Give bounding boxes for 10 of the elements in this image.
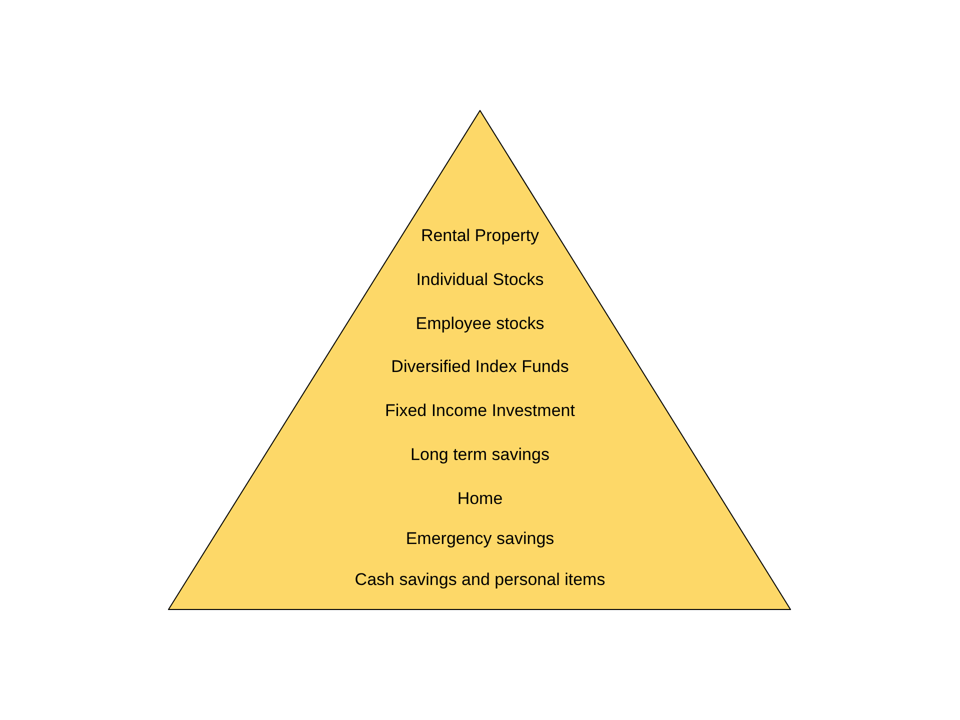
pyramid-triangle [168,110,791,610]
level-label: Individual Stocks [416,270,544,290]
level-label: Emergency savings [406,529,554,549]
level-label: Diversified Index Funds [391,357,569,377]
level-label: Cash savings and personal items [354,570,606,590]
level-label: Long term savings [410,445,550,465]
level-label: Fixed Income Investment [385,401,575,421]
level-label: Home [457,489,503,509]
level-label: Rental Property [420,226,540,246]
level-label: Employee stocks [416,314,544,334]
